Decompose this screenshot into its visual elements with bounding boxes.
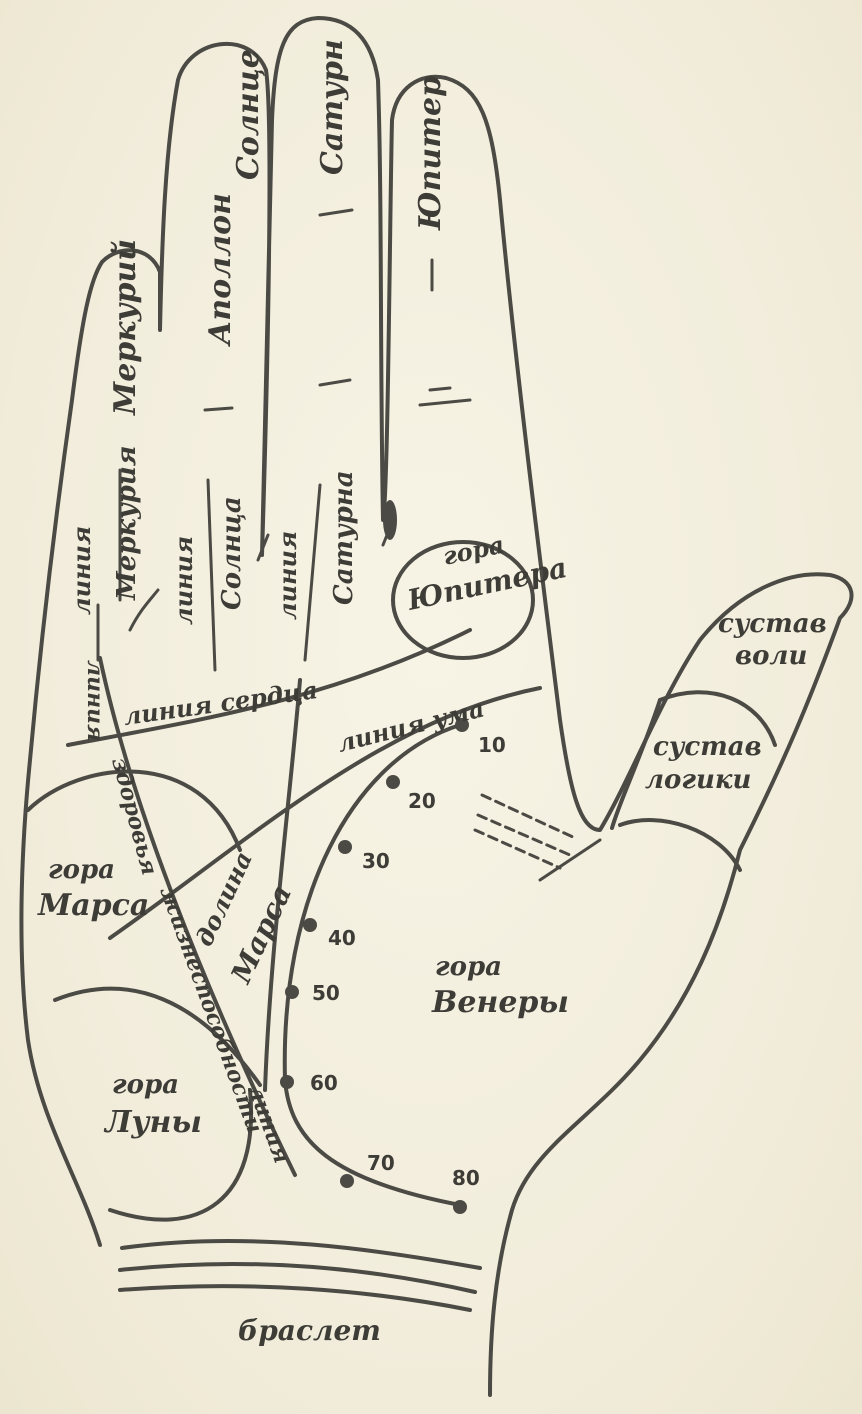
mount-mars-label-a: гора	[48, 855, 115, 885]
health-line-label-a: линия	[82, 660, 108, 742]
age-marker	[453, 1200, 467, 1214]
age-label: 20	[408, 789, 436, 813]
mercury-line-label-a: линия	[67, 526, 96, 615]
mount-mars-label-b: Марса	[37, 888, 149, 923]
sun-line-label-b: Солнца	[217, 496, 247, 610]
age-label: 80	[452, 1166, 480, 1190]
bracelet-label: браслет	[238, 1314, 381, 1347]
age-label: 60	[310, 1071, 338, 1095]
mount-venus-label-a: гора	[435, 952, 502, 982]
age-marker	[338, 840, 352, 854]
age-label: 40	[328, 926, 356, 950]
saturn-line-label-a: линия	[273, 531, 302, 620]
saturn-line-label-b: Сатурна	[329, 470, 359, 605]
thumb-logic-label-b: логики	[645, 765, 751, 795]
age-marker	[340, 1174, 354, 1188]
mount-moon-label-b: Луны	[103, 1105, 202, 1140]
age-label: 50	[312, 981, 340, 1005]
age-label: 10	[478, 733, 506, 757]
finger-apollo-label: Аполлон	[203, 193, 238, 347]
finger-mercury-label: Меркурий	[108, 239, 143, 416]
age-marker	[303, 918, 317, 932]
mount-venus-label-b: Венеры	[431, 985, 569, 1020]
age-label: 70	[367, 1151, 395, 1175]
mount-moon-label-a: гора	[112, 1070, 179, 1100]
thumb-will-label-a: сустав	[718, 609, 827, 639]
thumb-logic-label-a: сустав	[653, 732, 762, 762]
thumb-will-label-b: воли	[735, 641, 807, 671]
age-label: 30	[362, 849, 390, 873]
finger-sun-label: Солнце	[231, 49, 266, 180]
heart-line-label: линия сердца	[122, 675, 320, 731]
mercury-line-label-b: Меркурия	[112, 446, 142, 601]
sun-line-label-a: линия	[169, 536, 198, 625]
age-marker	[285, 985, 299, 999]
finger-jupiter-label: Юпитер	[413, 76, 448, 231]
finger-saturn-label: Сатурн	[315, 39, 350, 175]
age-marker	[386, 775, 400, 789]
age-marker	[280, 1075, 294, 1089]
